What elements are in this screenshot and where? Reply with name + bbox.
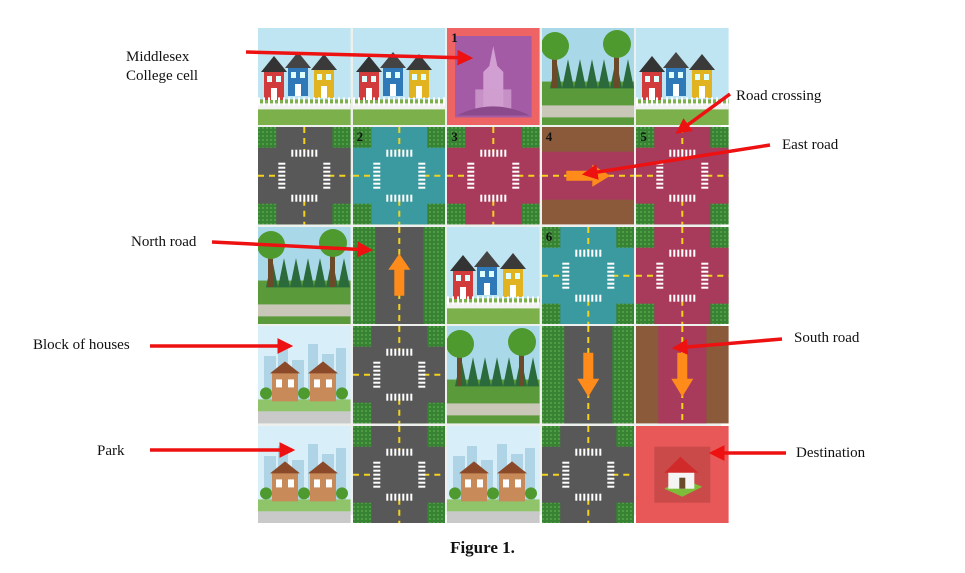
cell-city <box>258 425 351 523</box>
cell-number: 1 <box>451 30 458 45</box>
cell-number: 3 <box>451 129 458 145</box>
arrow-east-road <box>581 143 771 180</box>
cell-houses <box>352 28 446 126</box>
cell-crossing-pink <box>636 127 729 225</box>
arrow-road-crossing <box>675 92 732 134</box>
label-road-crossing: Road crossing <box>736 88 822 104</box>
cell-crossing-pink <box>447 127 540 225</box>
cell-destination <box>636 425 729 523</box>
cell-number: 6 <box>545 228 553 244</box>
cell-college <box>447 28 540 126</box>
cell-crossing-pink <box>636 226 729 325</box>
label-east-road: East road <box>782 137 839 153</box>
cell-park <box>541 28 635 126</box>
label-block-of-houses: Block of houses <box>33 337 130 353</box>
label-south-road: South road <box>794 330 860 346</box>
cell-road-south-green <box>541 326 635 424</box>
label-destination: Destination <box>796 445 866 461</box>
cell-number: 4 <box>545 129 553 145</box>
arrow-north-road <box>211 240 374 258</box>
cell-crossing-gray <box>258 127 351 225</box>
label-north-road: North road <box>131 234 197 250</box>
cell-park <box>258 226 351 325</box>
label-middlesex-college-cell: Middlesex College cell <box>126 49 199 84</box>
cell-number: 2 <box>356 129 364 145</box>
cell-crossing-teal <box>541 226 635 325</box>
figure-caption: Figure 1. <box>450 538 515 557</box>
cell-houses <box>258 28 351 126</box>
arrow-south-road <box>671 337 783 355</box>
cell-number: 5 <box>640 129 647 145</box>
cell-city <box>258 326 351 424</box>
cell-houses <box>447 226 540 325</box>
cell-crossing-gray <box>352 425 446 523</box>
arrow-middlesex <box>245 49 474 66</box>
cell-crossing-gray <box>352 326 446 424</box>
cell-crossing-gray <box>541 425 635 523</box>
label-park: Park <box>97 443 125 459</box>
cell-crossing-teal <box>352 127 446 225</box>
grid-world-map: 1 2 3 4 5 6 <box>258 28 729 523</box>
cell-city <box>447 425 540 523</box>
cell-park <box>447 326 540 424</box>
